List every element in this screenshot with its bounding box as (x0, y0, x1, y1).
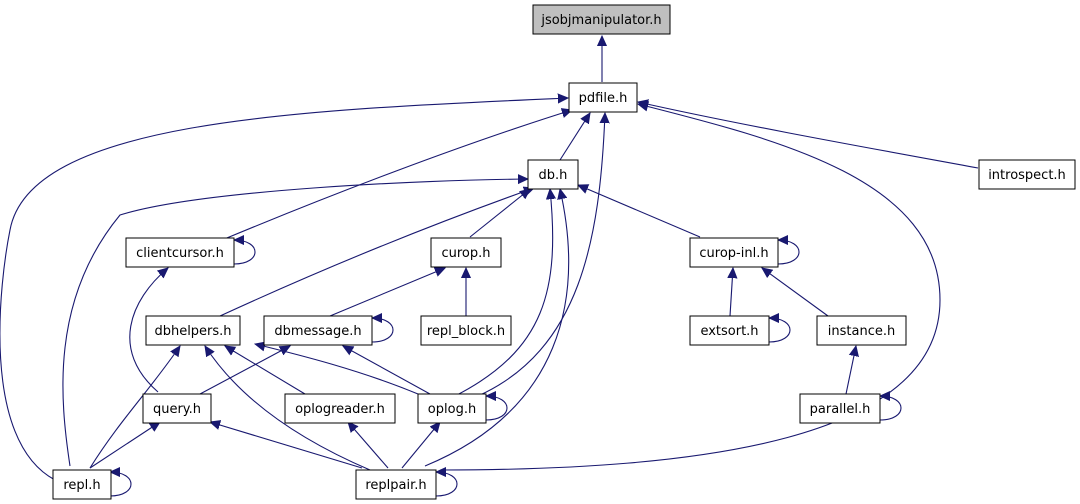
edge-dbmessage-to-curop (329, 268, 445, 317)
edge-repl-to-dbhelpers (89, 346, 180, 469)
edge-repl-to-pdfile (0, 98, 568, 481)
nodes: jsobjmanipulator.h pdfile.h introspect.h… (52, 4, 1076, 500)
node-instance[interactable]: instance.h (816, 315, 907, 346)
edge-repl-to-query (89, 422, 160, 469)
edge-parallel-self (880, 396, 902, 421)
edge-oplog-self (486, 396, 508, 421)
node-label: dbmessage.h (274, 324, 361, 339)
edge-curopinl-self (778, 240, 800, 265)
node-label: pdfile.h (579, 91, 628, 106)
node-db[interactable]: db.h (527, 159, 579, 190)
edge-parallel-to-instance (845, 346, 856, 395)
edge-replpair-to-oplog (401, 422, 440, 469)
node-clientcursor[interactable]: clientcursor.h (125, 237, 235, 268)
node-query[interactable]: query.h (142, 393, 212, 424)
node-curop[interactable]: curop.h (430, 237, 502, 268)
node-label: oplog.h (428, 402, 476, 417)
edge-oplog-to-dbmessage (343, 346, 431, 395)
edge-curopinl-to-db (578, 185, 701, 238)
edge-replpair-to-query (210, 422, 363, 469)
edge-dbmessage-self (372, 318, 394, 343)
node-extsort[interactable]: extsort.h (689, 315, 770, 346)
edge-repl-to-db (62, 179, 528, 467)
node-label: query.h (153, 402, 201, 417)
edge-replpair-to-dbhelpers (205, 346, 371, 471)
node-label: repl.h (63, 478, 100, 493)
node-label: introspect.h (988, 168, 1066, 183)
node-label: curop-inl.h (699, 246, 768, 261)
node-oplogreader[interactable]: oplogreader.h (284, 393, 396, 424)
node-label: parallel.h (810, 402, 871, 417)
node-jsobjmanipulator[interactable]: jsobjmanipulator.h (532, 4, 671, 35)
edge-oplog-to-dbhelpers (255, 344, 419, 395)
edge-replpair-to-db (424, 189, 570, 467)
node-replpair[interactable]: replpair.h (355, 469, 437, 500)
node-repl[interactable]: repl.h (52, 469, 112, 500)
node-oplog[interactable]: oplog.h (417, 393, 487, 424)
node-label: db.h (539, 168, 568, 183)
node-dbhelpers[interactable]: dbhelpers.h (145, 315, 241, 346)
node-label: oplogreader.h (295, 402, 385, 417)
edge-dbhelpers-to-db (219, 188, 534, 317)
edge-query-to-clientcursor (129, 268, 168, 393)
node-parallel[interactable]: parallel.h (799, 393, 881, 424)
edge-clientcursor-to-pdfile (221, 110, 572, 241)
node-label: curop.h (441, 246, 490, 261)
node-label: clientcursor.h (136, 246, 224, 261)
edge-extsort-self (769, 318, 791, 343)
node-label: extsort.h (700, 324, 758, 339)
edge-oplog-to-db (454, 189, 553, 397)
edge-db-to-pdfile (559, 113, 590, 161)
edge-replpair-to-oplogreader (348, 422, 389, 469)
edge-replpair-self (436, 472, 458, 497)
edge-oplogreader-to-dbhelpers (225, 346, 306, 395)
edge-curop-to-db (469, 189, 530, 238)
edge-query-to-dbmessage (199, 346, 290, 395)
node-repl-block[interactable]: repl_block.h (420, 315, 512, 346)
edge-clientcursor-self (234, 240, 256, 265)
edge-repl-self (110, 472, 132, 497)
node-introspect[interactable]: introspect.h (978, 159, 1076, 190)
edge-oplog-to-pdfile (477, 113, 605, 397)
edge-introspect-to-pdfile (638, 102, 979, 169)
node-label: jsobjmanipulator.h (540, 13, 661, 28)
edge-instance-to-curopinl (762, 268, 829, 317)
edges (0, 36, 979, 497)
node-label: repl_block.h (427, 324, 505, 339)
node-label: replpair.h (365, 478, 426, 493)
node-dbmessage[interactable]: dbmessage.h (263, 315, 373, 346)
edge-replpair-to-pdfile (439, 104, 941, 471)
edge-extsort-to-curopinl (730, 268, 733, 317)
node-label: dbhelpers.h (154, 324, 231, 339)
node-pdfile[interactable]: pdfile.h (568, 82, 638, 113)
node-label: instance.h (828, 324, 895, 339)
node-curop-inl[interactable]: curop-inl.h (689, 237, 779, 268)
